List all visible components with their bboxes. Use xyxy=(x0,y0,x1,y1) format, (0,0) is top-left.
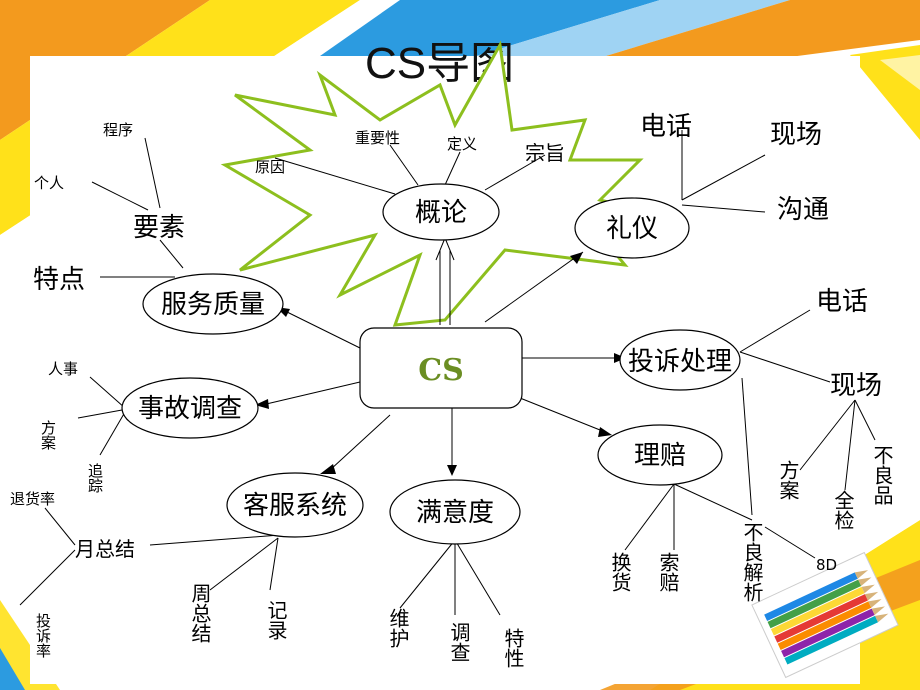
leaf-chengxu: 程序 xyxy=(103,121,133,139)
leaf-zhuizong: 追踪 xyxy=(86,463,104,493)
leaf-renshi: 人事 xyxy=(48,360,78,378)
node-kefuxitong[interactable]: 客服系统 xyxy=(226,472,364,538)
leaf-quanjian: 全检 xyxy=(831,490,855,530)
node-lipei[interactable]: 理赔 xyxy=(597,424,723,486)
arrowheads xyxy=(255,252,626,476)
leaf-weihu: 维护 xyxy=(386,608,410,648)
leaf-texing: 特性 xyxy=(501,628,525,668)
pencils-image xyxy=(751,551,899,679)
node-tousuchuli-label: 投诉处理 xyxy=(628,347,732,377)
leaf-geren: 个人 xyxy=(34,174,64,192)
leaf-labels: 原因 重要性 定义 宗旨 电话 现场 沟通 程序 个人 要素 特点 人事 退货率… xyxy=(10,112,882,574)
node-tousuchuli[interactable]: 投诉处理 xyxy=(619,329,741,391)
leaf-suopei: 索赔 xyxy=(656,552,680,592)
leaf-yuanyin: 原因 xyxy=(255,158,285,176)
node-fuwuzhiliang[interactable]: 服务质量 xyxy=(142,273,284,335)
node-manyidu-label: 满意度 xyxy=(416,498,494,528)
node-shiguchaxun-label: 事故调查 xyxy=(138,394,242,424)
node-shiguchaxun[interactable]: 事故调查 xyxy=(121,377,259,439)
leaf-buliangpin: 不良品 xyxy=(870,445,894,505)
leaf-diaocha: 调查 xyxy=(447,622,471,662)
leaf-yaosu: 要素 xyxy=(133,213,185,243)
center-node[interactable]: CS xyxy=(359,327,523,409)
vertical-leaf-labels: 方案 追踪 投诉率 周总结 记录 维护 调查 特性 换货 索赔 不良解析 方案 … xyxy=(34,420,894,668)
leaf-dianhua2: 电话 xyxy=(816,287,868,317)
node-gailun[interactable]: 概论 xyxy=(382,183,500,241)
leaf-xianchang1: 现场 xyxy=(770,120,822,150)
leaf-dianhua1: 电话 xyxy=(640,112,692,142)
leaf-dingyi: 定义 xyxy=(447,135,477,153)
node-kefuxitong-label: 客服系统 xyxy=(243,491,347,521)
leaf-huanhuo: 换货 xyxy=(608,552,632,592)
node-liyi-label: 礼仪 xyxy=(606,214,658,244)
leaf-zhouzongjie: 周总结 xyxy=(188,583,212,643)
leaf-jilu: 记录 xyxy=(264,600,288,640)
node-lipei-label: 理赔 xyxy=(634,441,686,471)
leaf-buliangjiexi: 不良解析 xyxy=(740,522,764,602)
node-gailun-label: 概论 xyxy=(415,198,467,228)
node-fuwuzhiliang-label: 服务质量 xyxy=(161,290,265,320)
leaf-8d: 8D xyxy=(816,556,837,574)
leaf-zhongyaoxing: 重要性 xyxy=(355,129,400,147)
leaf-tedian: 特点 xyxy=(33,265,85,295)
leaf-zongzhi: 宗旨 xyxy=(525,141,565,165)
leaf-xianchang2: 现场 xyxy=(830,371,882,401)
node-liyi[interactable]: 礼仪 xyxy=(574,197,690,259)
leaf-fangan1: 方案 xyxy=(39,420,57,450)
leaf-tousulv: 投诉率 xyxy=(34,613,52,658)
leaf-goutong: 沟通 xyxy=(777,195,829,225)
leaf-fangan2: 方案 xyxy=(776,460,800,500)
leaf-tuihuolv: 退货率 xyxy=(10,490,55,508)
leaf-yuezongjie: 月总结 xyxy=(75,537,135,561)
node-manyidu[interactable]: 满意度 xyxy=(389,479,521,545)
connector-lines xyxy=(19,130,876,616)
center-node-label: CS xyxy=(418,353,464,388)
